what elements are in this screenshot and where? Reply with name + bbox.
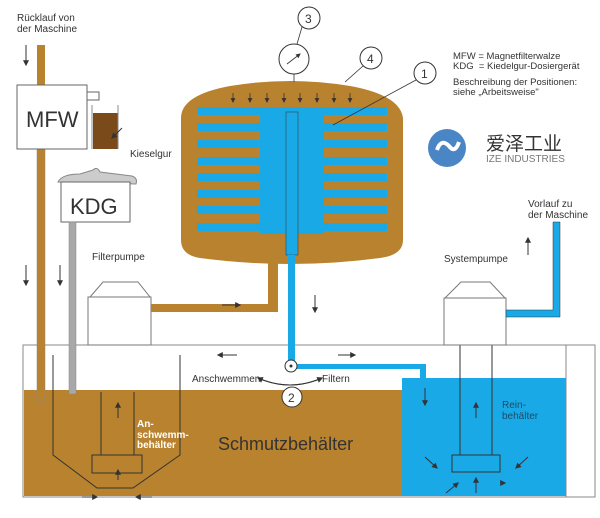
legend: MFW = Magnetfilterwalze KDG = Kiedelgur-… <box>453 52 579 98</box>
flow-arrows <box>23 45 531 500</box>
supply-pipe <box>505 221 561 318</box>
kdg-label: KDG <box>70 194 118 219</box>
legend-line-kdg: KDG = Kiedelgur-Dosiergerät <box>453 60 580 72</box>
dirty-tank-label: Schmutzbehälter <box>218 434 353 454</box>
position-1-circle <box>413 61 437 85</box>
legend-line-desc: Beschreibung der Positionen: <box>453 76 578 88</box>
supply-line-label: Vorlauf zu der Maschine <box>528 199 589 221</box>
kdg-unit <box>57 167 137 395</box>
vessel-flow-arrows <box>230 93 353 103</box>
filter-vessel <box>181 81 403 264</box>
clean-tank-fluid <box>402 378 566 496</box>
position-2-label: 2 <box>288 391 295 405</box>
system-pump-label: Systempumpe <box>444 254 508 265</box>
legend-line-mfw: MFW = Magnetfilterwalze <box>453 51 561 62</box>
position-4-circle <box>359 46 383 70</box>
logo-mark-icon <box>428 129 466 167</box>
legend-line-ref: siehe „Arbeitsweise" <box>453 86 539 98</box>
kieselgur-label: Kieselgur <box>130 149 172 160</box>
clean-pump-shaft <box>451 345 501 473</box>
filter-discs <box>197 107 387 256</box>
position-3-label: 3 <box>305 12 312 26</box>
system-pump <box>443 281 507 346</box>
position-2-circle <box>281 386 303 408</box>
precoat-tank-label: An- schwemm- behälter <box>137 419 189 451</box>
precoat-label: Anschwemmen <box>192 374 260 385</box>
position-4-label: 4 <box>367 52 374 66</box>
filtering-label: Filtern <box>322 374 350 385</box>
dirty-tank-fluid <box>24 390 402 496</box>
mfw-unit <box>16 84 119 150</box>
position-1-label: 1 <box>421 67 428 81</box>
mfw-label: MFW <box>26 107 79 132</box>
filter-pump-label: Filterpumpe <box>92 252 145 263</box>
return-line-label: Rücklauf von der Maschine <box>17 13 78 35</box>
logo-en-name: IZE INDUSTRIES <box>486 154 565 165</box>
logo-cn-name: 爱泽工业 <box>486 133 562 155</box>
position-3-circle <box>297 6 321 30</box>
clean-tank-label: Rein- behälter <box>502 400 539 422</box>
company-logo: 爱泽工业 IZE INDUSTRIES <box>428 129 565 167</box>
filtrate-to-clean-pipe <box>295 364 426 382</box>
filtrate-pipe <box>288 255 295 365</box>
filter-pump <box>87 281 152 346</box>
pump-to-vessel-pipe <box>151 262 278 312</box>
